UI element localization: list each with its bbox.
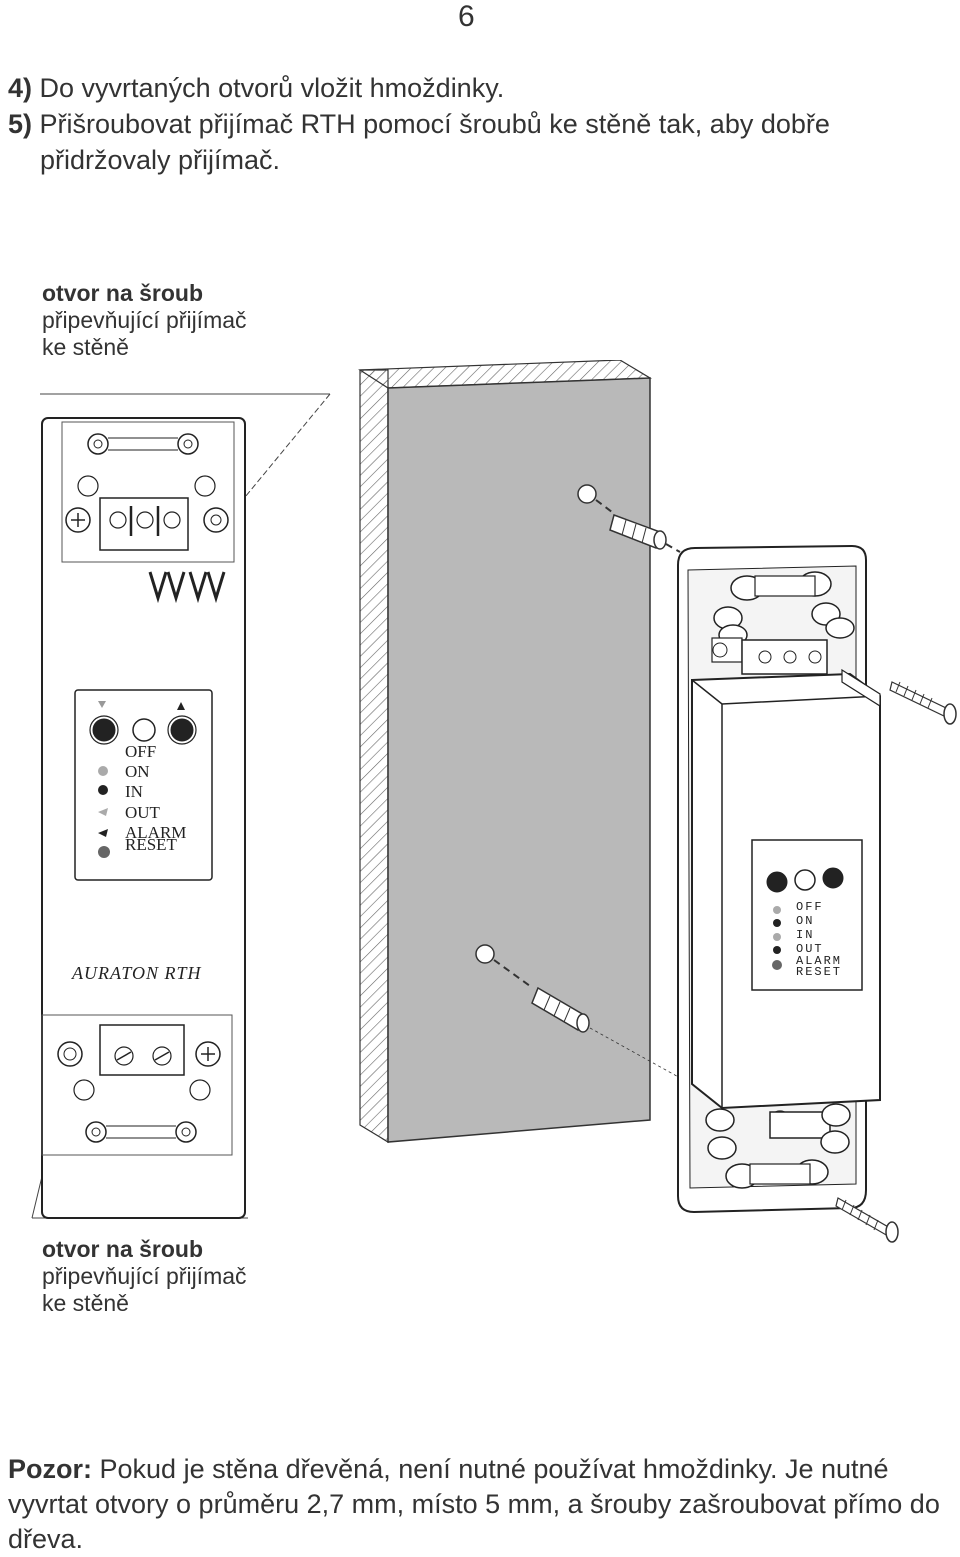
warning-label: Pozor: xyxy=(8,1454,92,1484)
step-5-number: 5) xyxy=(8,109,33,139)
callout-top-title: otvor na šroub xyxy=(42,280,204,306)
side-label-out: OUT xyxy=(796,942,824,956)
side-label-on: ON xyxy=(796,914,814,928)
callout-top: otvor na šroub připevňující přijímač ke … xyxy=(42,280,247,361)
side-label-reset: RESET xyxy=(796,965,842,979)
callout-bottom-line3: ke stěně xyxy=(42,1290,129,1316)
wall-illustration xyxy=(358,360,653,1144)
callout-bottom-line2: připevňující přijímač xyxy=(42,1263,247,1289)
mounting-diagram: OFF ON IN OUT ALARM RESET AURATON RTH xyxy=(31,360,957,1243)
step-4-number: 4) xyxy=(8,73,33,103)
wood-wall-warning: Pozor: Pokud je stěna dřevěná, není nutn… xyxy=(8,1452,958,1557)
side-label-off: OFF xyxy=(796,900,824,914)
callout-top-line2: připevňující přijímač xyxy=(42,307,247,333)
step-5: 5) Přišroubovat přijímač RTH pomocí šrou… xyxy=(8,106,948,178)
callout-top-line3: ke stěně xyxy=(42,334,129,360)
page-number: 6 xyxy=(458,0,475,33)
front-label-on: ON xyxy=(125,762,150,781)
front-label-in: IN xyxy=(125,782,143,801)
front-label-off: OFF xyxy=(125,742,156,761)
step-5-text: Přišroubovat přijímač RTH pomocí šroubů … xyxy=(39,109,830,139)
callout-leader-top xyxy=(40,393,331,526)
front-brand-label: AURATON RTH xyxy=(71,963,202,983)
step-4: 4) Do vyvrtaných otvorů vložit hmoždinky… xyxy=(8,70,948,106)
lower-screw xyxy=(835,1197,899,1243)
front-label-out: OUT xyxy=(125,803,161,822)
lower-wall-plug xyxy=(475,944,721,1101)
upper-screw xyxy=(889,681,957,725)
front-label-reset: RESET xyxy=(125,835,178,854)
upper-wall-plug xyxy=(577,484,681,553)
warning-text: Pokud je stěna dřevěná, není nutné použí… xyxy=(8,1454,940,1554)
side-label-in: IN xyxy=(796,928,814,942)
receiver-perspective-view xyxy=(677,544,881,1214)
step-4-text: Do vyvrtaných otvorů vložit hmoždinky. xyxy=(39,73,505,103)
side-label-alarm: ALARM xyxy=(796,954,842,968)
front-label-alarm: ALARM xyxy=(125,823,186,842)
receiver-front-view xyxy=(41,417,246,1219)
instruction-steps: 4) Do vyvrtaných otvorů vložit hmoždinky… xyxy=(8,70,948,178)
step-5-text-continued: přidržovaly přijímač. xyxy=(40,145,281,175)
callout-bottom-title: otvor na šroub xyxy=(42,1236,204,1262)
callout-bottom: otvor na šroub připevňující přijímač ke … xyxy=(42,1236,247,1317)
